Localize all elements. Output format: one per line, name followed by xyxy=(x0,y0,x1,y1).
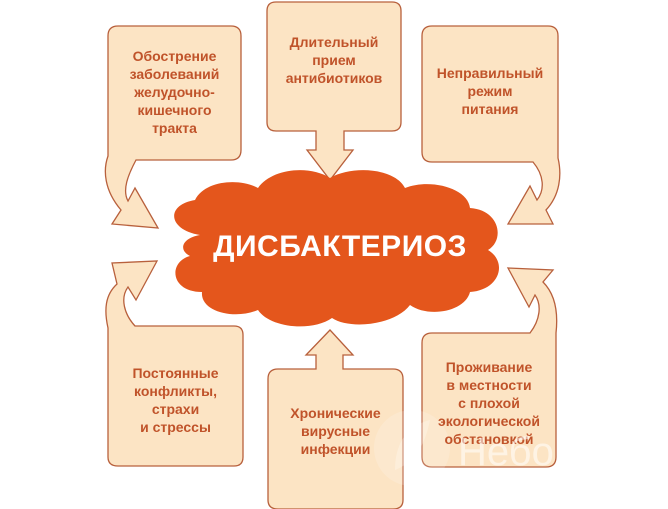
cause-text-bottom-right: Проживание в местности с плохой экологич… xyxy=(438,359,540,447)
watermark-logo-icon xyxy=(374,410,450,486)
watermark-text: Небо xyxy=(458,430,554,474)
cause-box-bottom-center xyxy=(267,329,404,509)
cause-text-top-center: Длительный прием антибиотиков xyxy=(285,34,383,86)
cause-text-bottom-left: Постоянные конфликты, страхи и стрессы xyxy=(132,365,219,435)
cause-box-top-left xyxy=(104,25,242,229)
cause-text-top-left: Обострение заболеваний желудочно- кишечн… xyxy=(129,48,220,136)
center-cloud xyxy=(174,170,500,327)
cause-box-bottom-left xyxy=(105,260,244,467)
cause-box-bottom-right xyxy=(421,267,558,468)
cause-box-top-right xyxy=(421,25,561,225)
cause-box-top-center xyxy=(266,1,402,182)
cause-text-bottom-center: Хронические вирусные инфекции xyxy=(290,405,381,457)
center-title: ДИСБАКТЕРИОЗ xyxy=(213,230,467,263)
cause-text-top-right: Неправильный режим питания xyxy=(436,65,544,117)
